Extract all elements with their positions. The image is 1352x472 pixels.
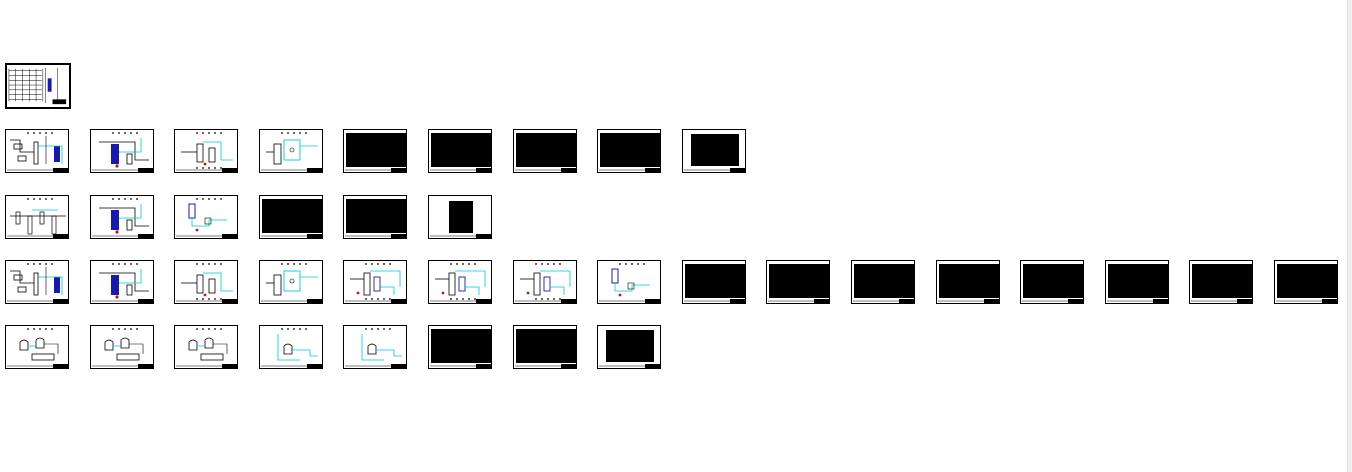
drawing-sheet-thumbnail[interactable]	[428, 325, 492, 369]
schematic-graphic	[91, 132, 153, 172]
drawing-sheet-thumbnail[interactable]	[512, 325, 577, 369]
schematic-graphic	[260, 132, 322, 172]
schematic-graphic	[514, 263, 576, 303]
drawing-sheet-thumbnail[interactable]	[343, 129, 408, 173]
drawing-sheet-thumbnail[interactable]	[1020, 260, 1085, 304]
drawing-sheet-thumbnail[interactable]	[935, 260, 1000, 304]
drawing-sheet-thumbnail[interactable]	[258, 325, 323, 369]
drawing-sheet-thumbnail[interactable]	[343, 195, 408, 239]
drawing-sheet-thumbnail[interactable]	[1104, 260, 1169, 304]
drawing-sheet-thumbnail[interactable]	[597, 260, 662, 304]
schematic-graphic	[430, 263, 491, 303]
drawing-sheet-thumbnail[interactable]	[89, 129, 154, 173]
blank-sheet-graphic	[683, 264, 745, 303]
blank-sheet-graphic	[345, 133, 407, 172]
drawing-sheet-thumbnail[interactable]	[428, 195, 492, 239]
drawing-sheet-thumbnail[interactable]	[1274, 260, 1338, 304]
schematic-graphic	[7, 328, 68, 368]
drawing-sheet-thumbnail[interactable]	[5, 325, 69, 369]
schematic-graphic	[260, 263, 322, 303]
blank-sheet-graphic	[1276, 264, 1337, 303]
blank-sheet-graphic	[1106, 264, 1168, 303]
schematic-graphic	[176, 198, 238, 238]
blank-sheet-graphic	[430, 133, 491, 172]
schematic-graphic	[176, 328, 238, 368]
blank-sheet-graphic	[430, 329, 491, 368]
blank-sheet-graphic	[768, 264, 830, 303]
schematic-graphic	[91, 198, 153, 238]
drawing-sheet-thumbnail[interactable]	[851, 260, 915, 304]
drawing-sheet-thumbnail[interactable]	[343, 325, 408, 369]
drawing-sheet-thumbnail[interactable]	[5, 195, 69, 239]
drawing-sheet-thumbnail[interactable]	[512, 260, 577, 304]
drawing-sheet-thumbnail[interactable]	[89, 325, 154, 369]
drawing-sheet-thumbnail[interactable]	[428, 260, 492, 304]
blank-sheet-graphic	[599, 330, 661, 368]
drawing-sheet-thumbnail[interactable]	[512, 129, 577, 173]
drawing-sheet-thumbnail[interactable]	[343, 260, 408, 304]
schematic-graphic	[176, 263, 238, 303]
schematic-graphic	[8, 67, 67, 105]
drawing-sheet-thumbnail[interactable]	[681, 260, 746, 304]
schematic-graphic	[599, 263, 661, 303]
drawing-sheet-thumbnail[interactable]	[258, 129, 323, 173]
schematic-graphic	[260, 328, 322, 368]
blank-sheet-graphic	[1191, 264, 1253, 303]
blank-sheet-graphic	[683, 134, 745, 172]
schematic-graphic	[345, 263, 407, 303]
blank-sheet-graphic	[514, 133, 576, 172]
schematic-graphic	[91, 263, 153, 303]
drawing-sheet-thumbnail[interactable]	[174, 260, 239, 304]
drawing-sheet-thumbnail[interactable]	[258, 260, 323, 304]
index-sheet-thumbnail[interactable]	[5, 63, 71, 109]
blank-sheet-graphic	[430, 201, 491, 238]
drawing-sheet-thumbnail[interactable]	[174, 129, 239, 173]
blank-sheet-graphic	[853, 264, 914, 303]
drawing-sheet-thumbnail[interactable]	[681, 129, 746, 173]
schematic-graphic	[7, 132, 68, 172]
drawing-sheet-thumbnail[interactable]	[174, 325, 239, 369]
drawing-sheet-thumbnail[interactable]	[597, 325, 662, 369]
drawing-sheet-thumbnail[interactable]	[174, 195, 239, 239]
drawing-sheet-thumbnail[interactable]	[1189, 260, 1254, 304]
drawing-sheet-thumbnail[interactable]	[89, 260, 154, 304]
blank-sheet-graphic	[345, 199, 407, 238]
blank-sheet-graphic	[1022, 264, 1084, 303]
blank-sheet-graphic	[514, 329, 576, 368]
blank-sheet-graphic	[260, 199, 322, 238]
drawing-sheet-thumbnail[interactable]	[5, 129, 69, 173]
schematic-graphic	[91, 328, 153, 368]
schematic-graphic	[7, 198, 68, 238]
drawing-sheet-thumbnail[interactable]	[597, 129, 662, 173]
vertical-scrollbar[interactable]	[1347, 0, 1352, 472]
schematic-graphic	[345, 328, 407, 368]
schematic-graphic	[7, 263, 68, 303]
schematic-graphic	[176, 132, 238, 172]
drawing-sheet-thumbnail[interactable]	[428, 129, 492, 173]
drawing-sheet-thumbnail[interactable]	[258, 195, 323, 239]
blank-sheet-graphic	[937, 264, 999, 303]
blank-sheet-graphic	[599, 133, 661, 172]
drawing-sheet-thumbnail[interactable]	[5, 260, 69, 304]
drawing-sheet-thumbnail[interactable]	[766, 260, 831, 304]
drawing-sheet-thumbnail[interactable]	[89, 195, 154, 239]
